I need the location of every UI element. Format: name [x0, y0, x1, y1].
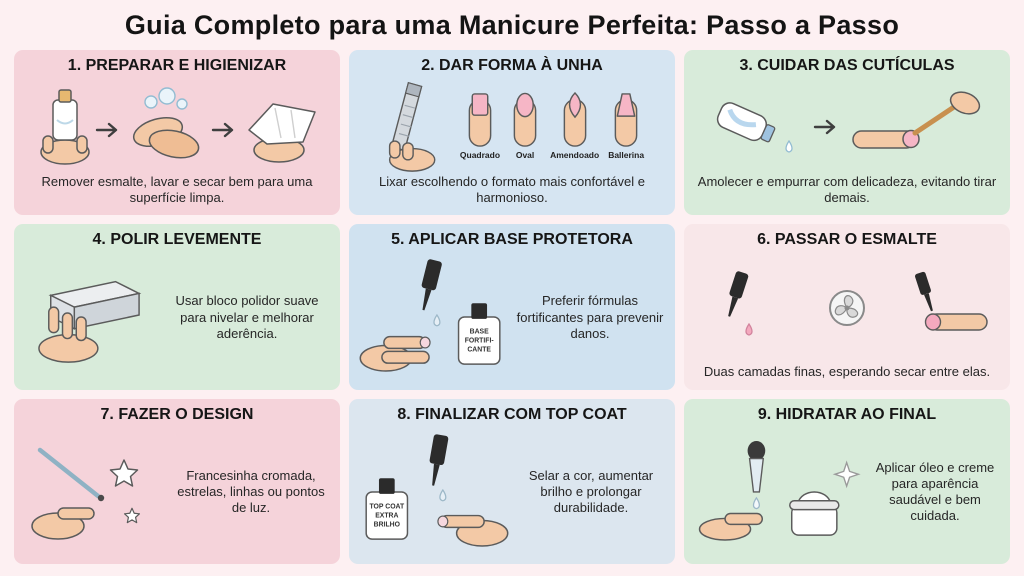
star-icon	[123, 507, 141, 523]
bottle-label-line: BRILHO	[374, 521, 401, 528]
nail-shape-ballerina: Ballerina	[608, 92, 644, 160]
step-9-description: Aplicar óleo e creme para aparência saud…	[875, 459, 995, 524]
nail-shape-quadrado: Quadrado	[460, 92, 500, 160]
step-7-description: Francesinha cromada, estrelas, linhas ou…	[177, 467, 325, 516]
ballerina-nail-icon	[614, 92, 638, 147]
cream-jar-icon	[789, 490, 840, 536]
arrow-right-icon	[95, 122, 118, 137]
oval-nail-icon	[513, 92, 537, 147]
nail-file-icon	[388, 81, 436, 172]
step-card-6: 6. PASSAR O ESMALTE	[684, 224, 1010, 390]
page-title: Guia Completo para uma Manicure Perfeita…	[124, 10, 900, 40]
nail-shape-label: Amendoado	[550, 149, 600, 160]
step-card-5: 5. APLICAR BASE PROTETORA	[349, 224, 675, 390]
polish-brush-icon	[429, 433, 449, 486]
hand-icon	[38, 306, 99, 364]
step-4-illustration	[24, 262, 156, 373]
step-7-illustration	[24, 438, 164, 547]
oil-dropper-icon	[747, 440, 766, 509]
step-card-7: 7. FAZER O DESIGN	[14, 398, 340, 564]
polish-remover-icon	[40, 88, 90, 165]
polish-brush-icon	[421, 259, 442, 311]
step-card-1: 1. PREPARAR E HIGIENIZAR	[14, 50, 340, 216]
towel-dry-icon	[248, 102, 316, 163]
drying-fan-icon	[829, 290, 865, 327]
step-2-title: 2. DAR FORMA À UNHA	[421, 57, 603, 74]
sparkle-icon	[832, 459, 861, 488]
step-6-illustration	[694, 252, 1000, 365]
step-4-title: 4. POLIR LEVEMENTE	[92, 231, 262, 249]
square-nail-icon	[468, 92, 492, 147]
step-5-title: 5. APLICAR BASE PROTETORA	[391, 231, 633, 249]
nail-shape-label: Oval	[515, 149, 535, 160]
hand-icon	[437, 514, 509, 547]
bottle-label-line: EXTRA	[375, 512, 398, 519]
top-coat-bottle-icon: TOP COAT EXTRA BRILHO	[365, 477, 409, 540]
step-7-title: 7. FAZER O DESIGN	[100, 405, 254, 423]
cream-drop-icon	[785, 139, 793, 153]
hand-icon	[359, 336, 431, 372]
hand-icon	[31, 506, 95, 540]
nail-shape-label: Ballerina	[608, 149, 645, 160]
bottle-label-line: CANTE	[467, 347, 491, 354]
step-2-description: Lixar escolhendo o formato mais confortá…	[379, 173, 645, 206]
step-8-title: 8. FINALIZAR COM TOP COAT	[397, 405, 627, 423]
cuticle-cream-tube-icon	[716, 101, 793, 153]
step-3-description: Amolecer e empurrar com delicadeza, evit…	[697, 173, 997, 206]
step-1-description: Remover esmalte, lavar e secar bem para …	[41, 173, 313, 206]
base-coat-bottle-icon: BASE FORTIFI- CANTE	[457, 303, 501, 366]
step-9-illustration	[694, 439, 862, 546]
step-4-description: Usar bloco polidor suave para nivelar e …	[175, 293, 319, 341]
step-9-title: 9. HIDRATAR AO FINAL	[757, 405, 937, 423]
nail-shapes: Quadrado Oval Amendo	[460, 91, 644, 160]
steps-grid: 1. PREPARAR E HIGIENIZAR	[14, 50, 1010, 564]
nail-painting-icon	[914, 271, 988, 331]
step-card-2: 2. DAR FORMA À UNHA Q	[349, 50, 675, 216]
step-2-illustration: Quadrado Oval Amendo	[359, 77, 665, 173]
step-3-title: 3. CUIDAR DAS CUTÍCULAS	[739, 57, 955, 74]
step-1-title: 1. PREPARAR E HIGIENIZAR	[67, 57, 287, 74]
step-6-title: 6. PASSAR O ESMALTE	[757, 231, 937, 249]
arrow-right-icon	[211, 122, 234, 137]
step-card-9: 9. HIDRATAR AO FINAL	[684, 398, 1010, 564]
bottle-label-line: BASE	[470, 329, 489, 336]
cuticle-pusher-icon	[852, 91, 981, 149]
step-8-illustration: TOP COAT EXTRA BRILHO	[359, 433, 509, 552]
washing-hands-icon	[132, 86, 200, 159]
polish-drop-icon	[433, 314, 441, 327]
step-1-illustration	[24, 77, 330, 173]
step-3-illustration	[694, 77, 1000, 173]
polish-drop-icon	[439, 488, 447, 501]
almond-nail-icon	[563, 91, 586, 147]
star-icon	[109, 458, 139, 487]
dotting-tool-icon	[37, 447, 105, 501]
step-card-4: 4. POLIR LEVEMENTE	[14, 224, 340, 390]
buffing-block-icon	[48, 281, 142, 331]
bottle-label-line: TOP COAT	[369, 503, 404, 510]
arrow-right-icon	[813, 119, 836, 134]
polish-drop-icon	[745, 322, 753, 336]
step-5-illustration: BASE FORTIFI- CANTE	[359, 258, 507, 377]
nail-shape-label: Quadrado	[459, 149, 501, 160]
step-5-description: Preferir fórmulas fortificantes para pre…	[516, 293, 664, 341]
step-card-3: 3. CUIDAR DAS CUTÍCULAS	[684, 50, 1010, 216]
step-card-8: 8. FINALIZAR COM TOP COAT TOP COAT	[349, 398, 675, 564]
hand-icon	[698, 512, 764, 541]
step-6-description: Duas camadas finas, esperando secar entr…	[703, 364, 991, 380]
nail-shape-amendoado: Amendoado	[550, 91, 600, 160]
step-8-description: Selar a cor, aumentar brilho e prolongar…	[528, 467, 654, 516]
polish-brush-icon	[728, 271, 749, 317]
bottle-label-line: FORTIFI-	[465, 338, 495, 345]
nail-shape-oval: Oval	[509, 92, 541, 160]
